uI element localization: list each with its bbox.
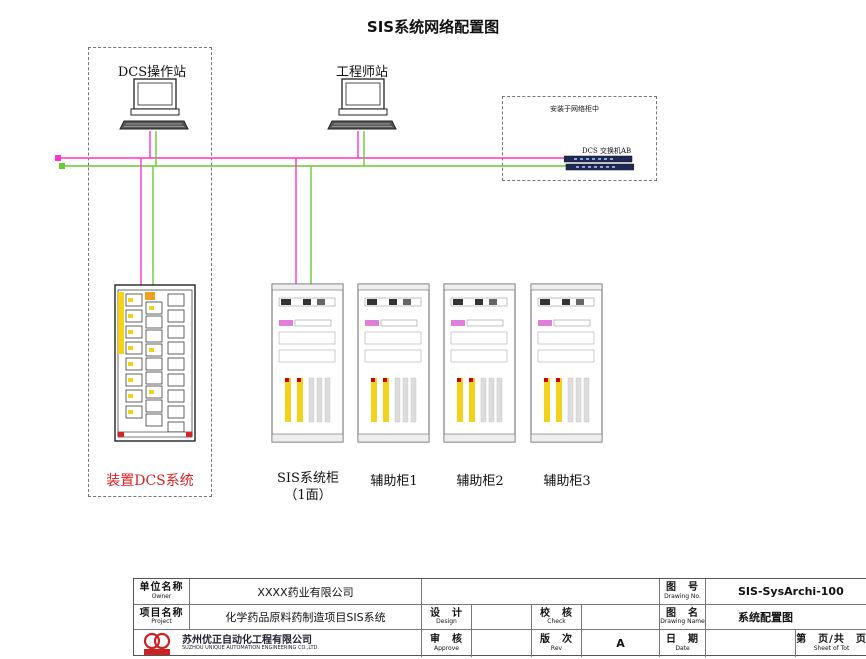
drawing-name-value: 系统配置图 — [706, 605, 866, 630]
check-caption-en: Check — [547, 618, 566, 626]
aux-cabinet-3-label: 辅助柜3 — [543, 474, 591, 489]
company-name-zh: 苏州优正自动化工程有限公司 — [182, 634, 312, 646]
sis-cabinet-label-line1: SIS系统柜 — [277, 471, 339, 486]
engineer-station-label: 工程师站 — [335, 65, 388, 80]
sheet-caption-zh: 第 页/共 页 — [796, 634, 866, 646]
design-caption-en: Design — [436, 618, 457, 626]
approve-caption-zh: 审 核 — [430, 634, 463, 646]
switch-label: DCS 交换机AB — [582, 147, 632, 155]
aux-cabinet-1-icon — [357, 283, 430, 443]
owner-caption-zh: 单位名称 — [139, 582, 184, 594]
row1-blank — [422, 579, 660, 605]
approve-caption-en: Approve — [434, 644, 459, 652]
dcs-region-box — [88, 47, 212, 497]
dcs-system-label: 装置DCS系统 — [106, 473, 194, 489]
drawing-no-caption-zh: 图 号 — [665, 582, 699, 594]
rev-value-text: A — [616, 637, 625, 650]
aux-cabinet-2-icon — [443, 283, 516, 443]
approve-value — [472, 630, 532, 657]
page-title: SIS系统网络配置图 — [366, 18, 500, 36]
sis-cabinet-label-line2: （1面） — [284, 488, 332, 503]
drawing-name-value-text: 系统配置图 — [738, 611, 793, 624]
date-caption-zh: 日 期 — [666, 634, 699, 646]
check-value — [582, 605, 660, 630]
drawing-no-value-text: SIS-SysArchi-100 — [738, 585, 844, 598]
owner-value-text: XXXX药业有限公司 — [257, 585, 354, 599]
bus-b-terminal — [59, 163, 65, 169]
design-value — [472, 605, 532, 630]
drawing-name-caption-zh: 图 名 — [666, 607, 699, 619]
company-logo-icon — [143, 632, 171, 655]
aux-cabinet-2-label: 辅助柜2 — [456, 474, 504, 489]
design-caption-zh: 设 计 — [430, 607, 463, 619]
owner-caption-en: Owner — [151, 592, 172, 600]
check-caption-zh: 校 核 — [540, 607, 573, 619]
rev-caption-en: Rev — [550, 644, 563, 652]
company-name-en: SUZHOU UNIQUE AUTOMATION ENGINEERING CO.… — [182, 645, 319, 652]
sheet-caption-en: Sheet of Tot — [813, 644, 850, 652]
rev-caption-zh: 版 次 — [540, 634, 573, 646]
drawing-name-caption-en: Drawing Name — [660, 618, 705, 626]
project-value: 化学药品原料药制造项目SIS系统 — [190, 605, 422, 630]
dcs-cabinet-icon — [114, 284, 196, 442]
drawing-no-caption-en: Drawing No. — [664, 592, 701, 600]
project-caption-zh: 项目名称 — [139, 607, 184, 619]
date-caption-en: Date — [675, 644, 690, 652]
sis-cabinet-label: SIS系统柜 （1面） — [258, 470, 358, 504]
network-cabinet-box — [502, 96, 657, 181]
drawing-no-value: SIS-SysArchi-100 — [706, 579, 866, 605]
project-value-text: 化学药品原料药制造项目SIS系统 — [225, 611, 386, 624]
owner-value: XXXX药业有限公司 — [190, 579, 422, 605]
company-cell: 苏州优正自动化工程有限公司 SUZHOU UNIQUE AUTOMATION E… — [134, 630, 422, 657]
bus-a-terminal — [55, 155, 61, 161]
project-caption-en: Project — [151, 618, 172, 626]
switch-cabinet-note: 安装于网络柜中 — [550, 105, 599, 113]
date-value — [706, 630, 796, 657]
engineer-computer-icon — [327, 78, 397, 130]
aux-cabinet-1-label: 辅助柜1 — [370, 474, 418, 489]
rev-value: A — [582, 630, 660, 657]
aux-cabinet-3-icon — [530, 283, 603, 443]
sis-cabinet-icon — [271, 283, 344, 443]
dcs-operator-label: DCS操作站 — [117, 65, 187, 80]
dcs-operator-computer-icon — [119, 78, 189, 130]
network-switch-icon — [564, 155, 634, 171]
